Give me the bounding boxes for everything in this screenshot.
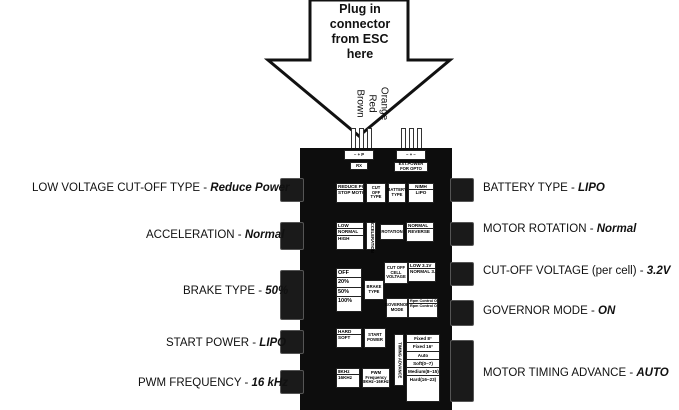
ext-power-marker-box: − + −: [396, 150, 426, 160]
opt-rpm-on: Rpm Control ON: [410, 304, 438, 309]
jumper-right-5: [450, 340, 474, 402]
opt-soft-0-7: Soft(0~7): [407, 360, 439, 369]
start-power-options: HARD SOFT: [336, 328, 362, 348]
timing-advance-label: TIMING ADVANCE: [394, 334, 404, 386]
rotation-options: NORMAL REVERSE: [406, 222, 434, 242]
jumper-right-1: [450, 178, 474, 202]
label-motor-rotation: MOTOR ROTATION - Normal: [483, 223, 637, 235]
rotation-label: ROTATION: [380, 224, 404, 240]
wire-label-red: Red: [366, 94, 378, 113]
jumper-left-2: [280, 222, 304, 250]
ext-pin-2: [409, 128, 414, 150]
opt-brake-off: OFF: [337, 269, 361, 279]
opt-rot-reverse: REVERSE: [408, 229, 430, 235]
cutoff-voltage-options: LOW 3.1V NORMAL 3.2V: [408, 262, 436, 282]
arrow-line-2: connector: [329, 17, 391, 31]
governor-options: Rpm Control OFF Rpm Control ON: [408, 298, 438, 318]
wire-labels: Brown Red Orange: [344, 78, 390, 138]
jumper-right-4: [450, 300, 474, 326]
opt-16khz: 16KHz: [338, 375, 353, 381]
label-start-power: START POWER - LIPO: [166, 337, 287, 349]
opt-brake-50: 50%: [337, 288, 361, 297]
opt-auto: Auto: [407, 352, 439, 360]
jumper-left-1: [280, 178, 304, 202]
label-pwm-frequency: PWM FREQUENCY - 16 kHz: [138, 377, 288, 389]
arrow-line-3: from ESC: [331, 32, 389, 46]
timing-options: Fixed 8° Fixed 16° Auto Soft(0~7) Medium…: [406, 334, 440, 402]
label-low-voltage-cutoff: LOW VOLTAGE CUT-OFF TYPE - Reduce Power: [32, 182, 290, 194]
cutoff-type-options: REDUCE POWER STOP MOTOR: [336, 183, 364, 203]
wire-label-brown: Brown: [354, 89, 366, 118]
pwm-frequency-label: PWM Frequency 8KHz~16KHz: [362, 368, 390, 388]
label-acceleration: ACCELERATION - Normal: [146, 229, 285, 241]
opt-soft: SOFT: [338, 335, 351, 341]
opt-brake-20: 20%: [337, 278, 361, 288]
opt-fixed-8: Fixed 8°: [407, 335, 439, 344]
arrow-line-1: Plug in: [339, 2, 381, 16]
brake-type-label: BRAKE TYPE: [364, 280, 384, 300]
opt-rpm-off: Rpm Control OFF: [409, 299, 437, 305]
arrow-text: Plug in connector from ESC here: [318, 2, 402, 62]
opt-hard-16-23: Hard(16~23): [409, 377, 437, 383]
acceleration-label: ACCELERATION: [366, 220, 376, 252]
opt-stop-motor: STOP MOTOR: [338, 190, 363, 196]
rx-pin-2: [359, 128, 364, 150]
opt-lipo: LIPO: [415, 190, 427, 196]
label-cutoff-voltage: CUT-OFF VOLTAGE (per cell) - 3.2V: [483, 265, 671, 277]
jumper-left-5: [280, 370, 304, 394]
opt-hard: HARD: [337, 329, 361, 336]
ext-pin-1: [401, 128, 406, 150]
opt-low-3-1v: LOW 3.1V: [409, 263, 435, 270]
pwm-options: 8KHz 16KHz: [336, 368, 360, 388]
opt-8khz: 8KHz: [337, 369, 359, 376]
acceleration-options: LOW NORMAL HIGH: [336, 222, 364, 250]
label-brake-type: BRAKE TYPE - 50%: [183, 285, 289, 297]
cutoff-type-label: CUT OFF TYPE: [366, 183, 386, 203]
opt-nimh: NIMH: [409, 184, 433, 191]
wire-label-orange: Orange: [378, 86, 390, 121]
brake-options: OFF 20% 50% 100%: [336, 268, 362, 312]
label-governor-mode: GOVERNOR MODE - ON: [483, 305, 616, 317]
jumper-left-3: [280, 270, 304, 320]
opt-brake-100: 100%: [338, 297, 353, 304]
opt-normal-3-2v: NORMAL 3.2V: [410, 269, 436, 275]
rx-label: RX: [350, 162, 368, 170]
battery-type-options: NIMH LIPO: [408, 183, 434, 203]
rx-pin-3: [367, 128, 372, 150]
ext-power-label: EXT.POWER FOR OPTO: [394, 162, 428, 172]
cutoff-voltage-label: CUT OFF CELL VOLTAGE: [384, 262, 408, 284]
opt-high: HIGH: [338, 235, 350, 241]
label-battery-type: BATTERY TYPE - LIPO: [483, 182, 605, 194]
opt-medium-8-15: Medium(8~15): [407, 368, 439, 377]
opt-normal: NORMAL: [337, 229, 363, 236]
jumper-left-4: [280, 330, 304, 354]
plug-in-arrow: [263, 0, 454, 138]
opt-rot-normal: NORMAL: [407, 223, 433, 230]
start-power-label: START POWER: [364, 328, 386, 348]
esc-program-card: − + P RX − + − EXT.POWER FOR OPTO REDUCE…: [300, 148, 452, 410]
ext-pin-3: [417, 128, 422, 150]
label-motor-timing-advance: MOTOR TIMING ADVANCE - AUTO: [483, 367, 669, 379]
jumper-right-2: [450, 222, 474, 246]
opt-fixed-16: Fixed 16°: [407, 343, 439, 352]
opt-low: LOW: [337, 223, 363, 230]
arrow-line-4: here: [346, 47, 374, 61]
governor-mode-label: GOVERNOR MODE: [385, 298, 409, 318]
battery-type-label: BATTERY TYPE: [387, 183, 407, 203]
rx-marker-box: − + P: [344, 150, 374, 160]
jumper-right-3: [450, 262, 474, 286]
rx-pin-1: [351, 128, 356, 150]
opt-reduce-power: REDUCE POWER: [337, 184, 363, 191]
